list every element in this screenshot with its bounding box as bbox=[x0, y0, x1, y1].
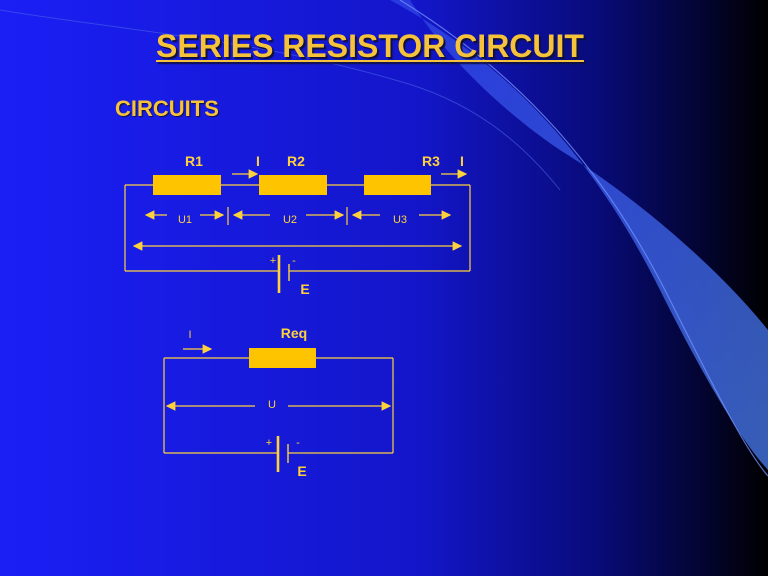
current-label-eq: I bbox=[188, 329, 191, 341]
label-r3: R3 bbox=[422, 153, 440, 169]
battery-plus-eq: + bbox=[266, 437, 272, 449]
decorative-curve bbox=[399, 0, 768, 477]
label-r1: R1 bbox=[185, 153, 203, 169]
battery-e-eq: + - E bbox=[266, 436, 307, 479]
voltage-u3: U3 bbox=[351, 210, 452, 226]
voltage-u2: U2 bbox=[232, 210, 345, 226]
battery-e: + - E bbox=[270, 255, 310, 297]
battery-label: E bbox=[300, 281, 309, 297]
current-label-2: I bbox=[460, 153, 464, 169]
slide-title: SERIES RESISTOR CIRCUIT bbox=[156, 28, 584, 64]
label-u3: U3 bbox=[393, 214, 407, 226]
label-u2: U2 bbox=[283, 214, 297, 226]
battery-minus: - bbox=[292, 255, 296, 267]
battery-minus-eq: - bbox=[296, 437, 300, 449]
label-u1: U1 bbox=[178, 214, 192, 226]
decorative-curve-thin bbox=[0, 9, 561, 191]
equivalent-circuit: Req I U + - E bbox=[163, 325, 394, 479]
resistor-r1 bbox=[153, 175, 221, 195]
current-label-1: I bbox=[256, 153, 260, 169]
voltage-u1: U1 bbox=[144, 210, 225, 226]
slide-subtitle: CIRCUITS bbox=[115, 96, 219, 121]
resistor-req bbox=[249, 348, 316, 368]
label-req: Req bbox=[281, 325, 307, 341]
battery-plus: + bbox=[270, 255, 276, 267]
label-u: U bbox=[268, 399, 276, 411]
label-r2: R2 bbox=[287, 153, 305, 169]
series-circuit: R1 R2 R3 I I U1 U2 bbox=[124, 153, 471, 297]
battery-label-eq: E bbox=[297, 463, 306, 479]
resistor-r2 bbox=[259, 175, 327, 195]
resistor-r3 bbox=[364, 175, 431, 195]
